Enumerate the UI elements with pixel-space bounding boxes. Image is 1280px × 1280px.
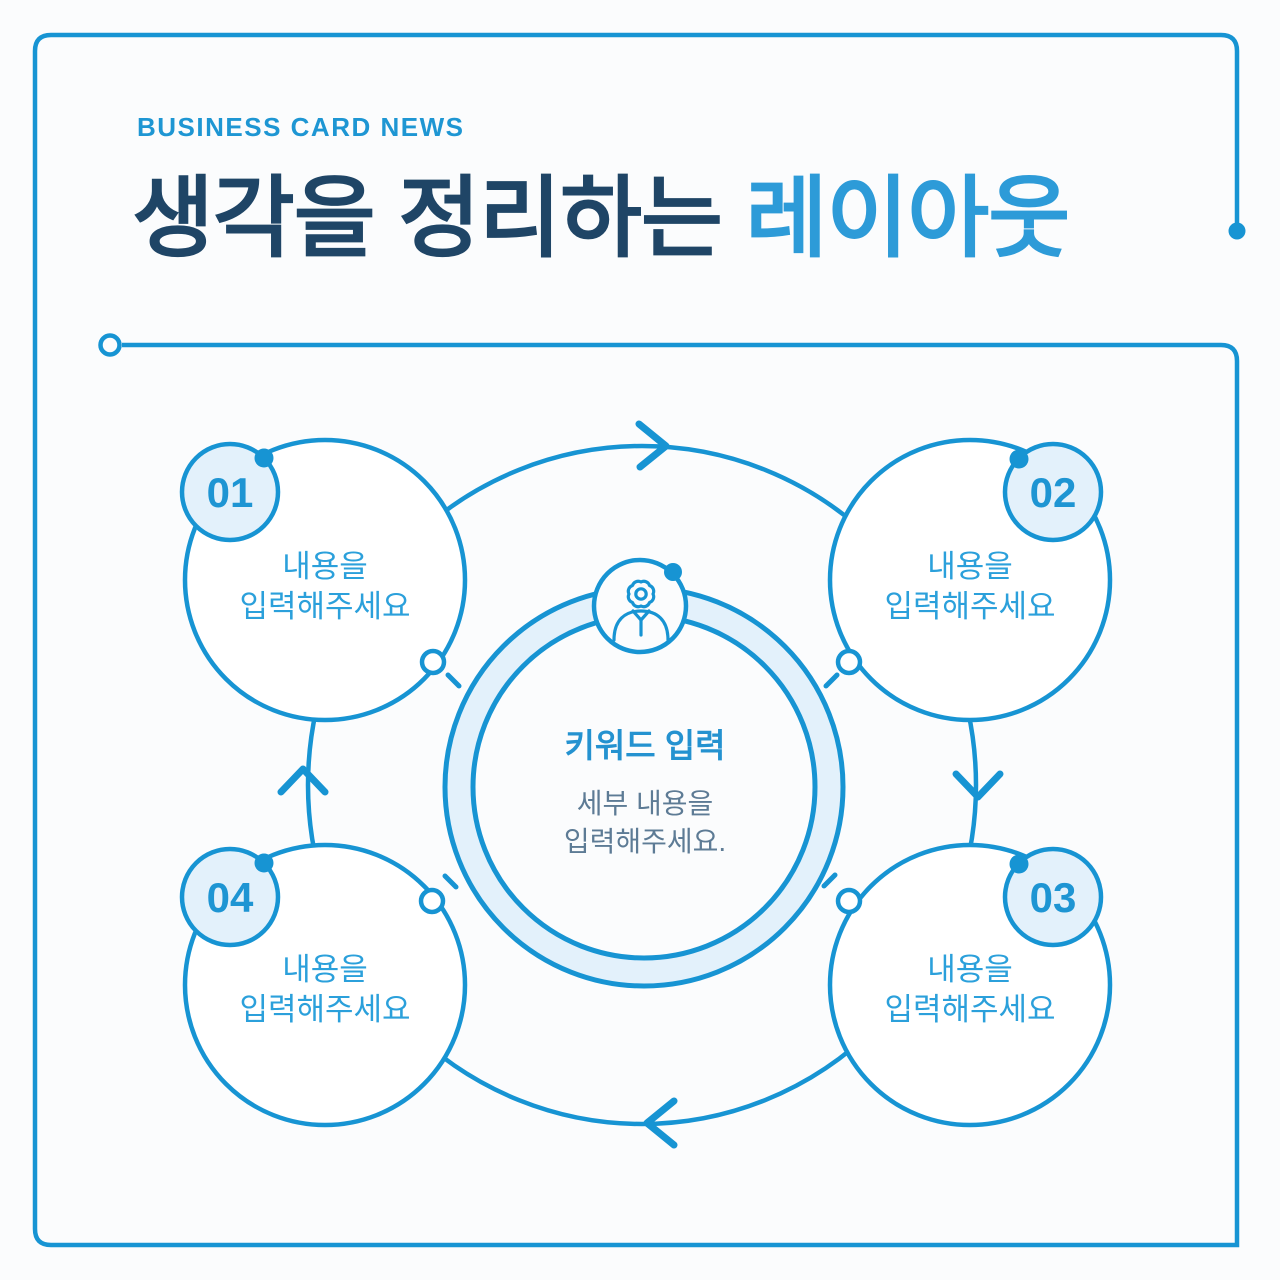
step-01-line2: 입력해주세요	[239, 589, 410, 624]
connector-node-bl	[418, 887, 446, 915]
step-03-badge	[1002, 846, 1104, 948]
step-04-badge-dot	[254, 853, 274, 873]
center-keyword-circle: 키워드 입력 세부 내용을 입력해주세요.	[442, 557, 846, 989]
connector-node-tl	[419, 648, 447, 676]
step-04-line1: 내용을	[282, 952, 368, 987]
connector-dash-tl	[445, 672, 462, 689]
center-body-line1: 세부 내용을	[577, 788, 714, 819]
step-01-content: 01 내용을 입력해주세요	[179, 441, 411, 624]
step-04-line2: 입력해주세요	[239, 992, 410, 1027]
frame-border	[32, 32, 1240, 1248]
center-title: 키워드 입력	[565, 727, 726, 764]
step-03-content: 03 내용을 입력해주세요	[884, 846, 1104, 1027]
frame-start-ring	[98, 333, 122, 357]
step-01-badge-dot	[254, 448, 274, 468]
eyebrow-label: BUSINESS CARD NEWS	[137, 112, 465, 142]
connector-dash-bl	[442, 873, 459, 890]
step-04-content: 04 내용을 입력해주세요	[179, 846, 411, 1027]
step-03-badge-dot	[1009, 854, 1029, 874]
step-01-number: 01	[207, 469, 254, 516]
step-01-line1: 내용을	[282, 549, 368, 584]
connector-dash-tr	[823, 672, 840, 689]
step-02-line1: 내용을	[927, 549, 1013, 584]
cycle-ring	[305, 443, 979, 1127]
connectors	[418, 648, 863, 915]
flow-arrow-down-icon	[952, 770, 1004, 801]
step-02-line2: 입력해주세요	[884, 589, 1055, 624]
page-title-dark: 생각을 정리하는	[132, 168, 746, 268]
center-body-line2: 입력해주세요.	[564, 826, 726, 857]
flow-arrow-left-icon	[643, 1097, 678, 1149]
center-icon-dot	[664, 563, 682, 581]
flow-arrow-up-icon	[277, 765, 329, 796]
step-04-number: 04	[207, 874, 254, 921]
page-title-accent: 레이아웃	[745, 168, 1071, 268]
step-02-badge-dot	[1009, 449, 1029, 469]
step-03-number: 03	[1030, 874, 1077, 921]
frame-end-dot	[1228, 222, 1246, 240]
step-02-badge	[1002, 441, 1104, 543]
person-gear-icon	[612, 579, 670, 642]
center-donut-inner	[470, 613, 818, 961]
step-02-number: 02	[1030, 469, 1077, 516]
connector-node-tr	[835, 648, 863, 676]
step-03-line2: 입력해주세요	[884, 992, 1055, 1027]
connector-dash-br	[821, 872, 838, 889]
flow-arrow-right-icon	[635, 420, 670, 471]
step-03-line1: 내용을	[927, 952, 1013, 987]
connector-node-br	[835, 887, 863, 915]
step-01-badge	[179, 441, 281, 543]
step-02-content: 02 내용을 입력해주세요	[884, 441, 1104, 624]
decorative-frame	[32, 32, 1246, 1248]
step-04-badge	[179, 846, 281, 948]
page-title: 생각을 정리하는 레이아웃	[132, 171, 1070, 265]
